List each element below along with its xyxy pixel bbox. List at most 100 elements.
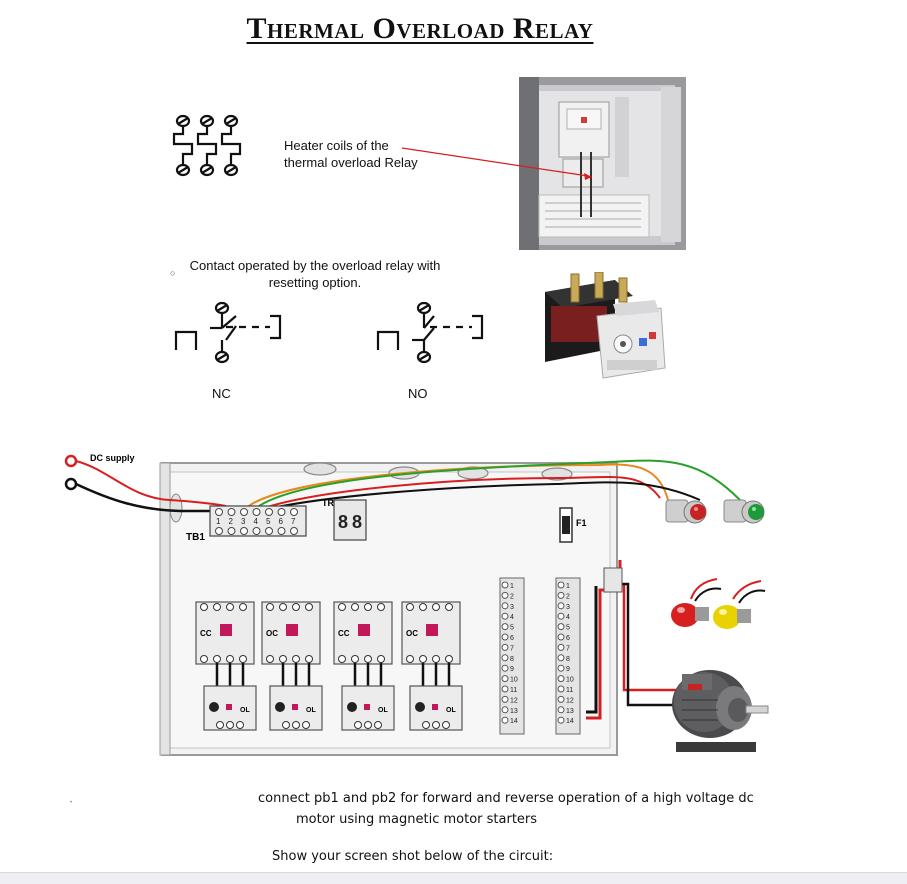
overload-relay-2: OL — [269, 685, 323, 731]
green-wire — [255, 459, 741, 509]
overload-relay-photo — [545, 272, 666, 379]
terminal-number: 12 — [510, 697, 518, 704]
tb1-screw — [227, 527, 236, 535]
overload-label: OL — [446, 707, 456, 714]
terminal-number: 12 — [566, 697, 574, 704]
contact-caption-line2: resetting option. — [268, 275, 362, 290]
terminal-number: 6 — [566, 635, 570, 642]
tb1-terminal-number: 4 — [254, 517, 259, 526]
dc-negative-terminal — [64, 477, 78, 491]
contactor-label: OC — [266, 629, 278, 638]
magnetic-contactor-3: CC — [333, 601, 393, 688]
heater-label-line1: Heater coils of the — [284, 138, 389, 153]
side-grommet — [169, 493, 183, 523]
overload-label: OL — [306, 707, 316, 714]
heater-coil-symbol — [172, 114, 242, 177]
terminal-number: 4 — [566, 614, 570, 621]
stop-pushbutton-pb1 — [665, 499, 707, 524]
svg-text:8: 8 — [338, 512, 348, 532]
motor-red-wire-2 — [622, 584, 676, 692]
contactor-label: CC — [200, 629, 212, 638]
magnetic-contactor-4: OC — [401, 601, 461, 688]
motor-terminal-block — [603, 567, 623, 593]
relay-panel-photo — [519, 77, 686, 250]
bottom-bar — [0, 872, 907, 884]
svg-text:8: 8 — [352, 512, 362, 532]
terminal-number: 11 — [510, 687, 517, 694]
terminal-number: 7 — [566, 645, 570, 652]
dc-positive-terminal — [64, 454, 78, 468]
contactor-label: CC — [338, 629, 350, 638]
motor-black-wire-1 — [586, 586, 598, 714]
black-wire-top — [271, 481, 701, 509]
tb1-screw — [252, 508, 261, 516]
tb1-screw — [240, 508, 248, 516]
terminal-number: 7 — [510, 645, 514, 652]
terminal-number: 10 — [510, 677, 518, 684]
nc-label: NC — [212, 386, 231, 401]
overload-relay-4: OL — [409, 685, 463, 731]
tr-label: TR — [322, 498, 334, 508]
terminal-number: 14 — [566, 718, 574, 725]
heater-label-line2: thermal overload Relay — [284, 155, 418, 170]
terminal-number: 8 — [566, 656, 570, 663]
tb1-screw — [252, 527, 261, 535]
magnetic-contactor-1: CC — [195, 601, 255, 688]
heater-coil-3 — [220, 114, 242, 177]
stray-dot: • — [70, 800, 73, 806]
overload-relay-1: OL — [203, 685, 257, 731]
terminal-number: 2 — [566, 593, 570, 600]
tb1-terminal-number: 3 — [241, 517, 246, 526]
fuse-label: F1 — [576, 518, 587, 528]
terminal-number: 14 — [510, 718, 518, 725]
tb1-screw — [215, 508, 223, 516]
contactor-indicator — [426, 624, 438, 636]
instruction-line-3: Show your screen shot below of the circu… — [272, 849, 554, 864]
overload-label: OL — [240, 707, 250, 714]
pushbuttons — [665, 499, 765, 524]
terminal-number: 2 — [510, 593, 514, 600]
terminal-number: 5 — [566, 625, 570, 632]
page-title: Thermal Overload Relay — [246, 12, 594, 45]
contactor-indicator — [286, 624, 298, 636]
instruction-line-2: motor using magnetic motor starters — [296, 812, 538, 827]
contact-caption-line1: Contact operated by the overload relay w… — [189, 258, 441, 273]
tb1-terminal-number: 1 — [216, 517, 221, 526]
tb1-terminal-number: 6 — [279, 517, 284, 526]
terminal-number: 1 — [510, 583, 514, 590]
terminal-number: 1 — [566, 583, 570, 590]
terminal-number: 10 — [566, 677, 574, 684]
tb1-screw — [240, 527, 248, 535]
dc-red-wire — [75, 460, 227, 507]
nc-contact-symbol — [174, 301, 282, 364]
magnetic-contactor-2: OC — [261, 601, 321, 688]
red-pilot-lamp — [671, 603, 709, 627]
terminal-number: 5 — [510, 625, 514, 632]
tb1-screw — [290, 508, 298, 516]
bullet-mark: ○ — [170, 268, 176, 278]
no-contact-symbol — [376, 301, 484, 364]
timer-relay — [333, 499, 367, 541]
instruction-line-1: connect pb1 and pb2 for forward and reve… — [258, 791, 754, 806]
overload-label: OL — [378, 707, 388, 714]
grommet — [303, 462, 337, 476]
terminal-number: 3 — [566, 604, 570, 611]
contactor-label: OC — [406, 629, 418, 638]
dc-motor — [672, 670, 769, 752]
red-wire-top — [263, 475, 661, 509]
overload-relay-3: OL — [341, 685, 395, 731]
terminal-number: 9 — [510, 666, 514, 673]
pointer-line — [401, 147, 589, 177]
heater-label: Heater coils of the thermal overload Rel… — [284, 137, 418, 171]
terminal-number: 11 — [566, 687, 573, 694]
tb1-screw — [227, 508, 236, 516]
dc-supply-label: DC supply — [90, 453, 135, 463]
terminal-number: 9 — [566, 666, 570, 673]
contact-caption: Contact operated by the overload relay w… — [165, 257, 465, 291]
terminal-number: 6 — [510, 635, 514, 642]
heater-coil-1 — [172, 114, 194, 177]
contactor-indicator — [220, 624, 232, 636]
terminal-number: 3 — [510, 604, 514, 611]
